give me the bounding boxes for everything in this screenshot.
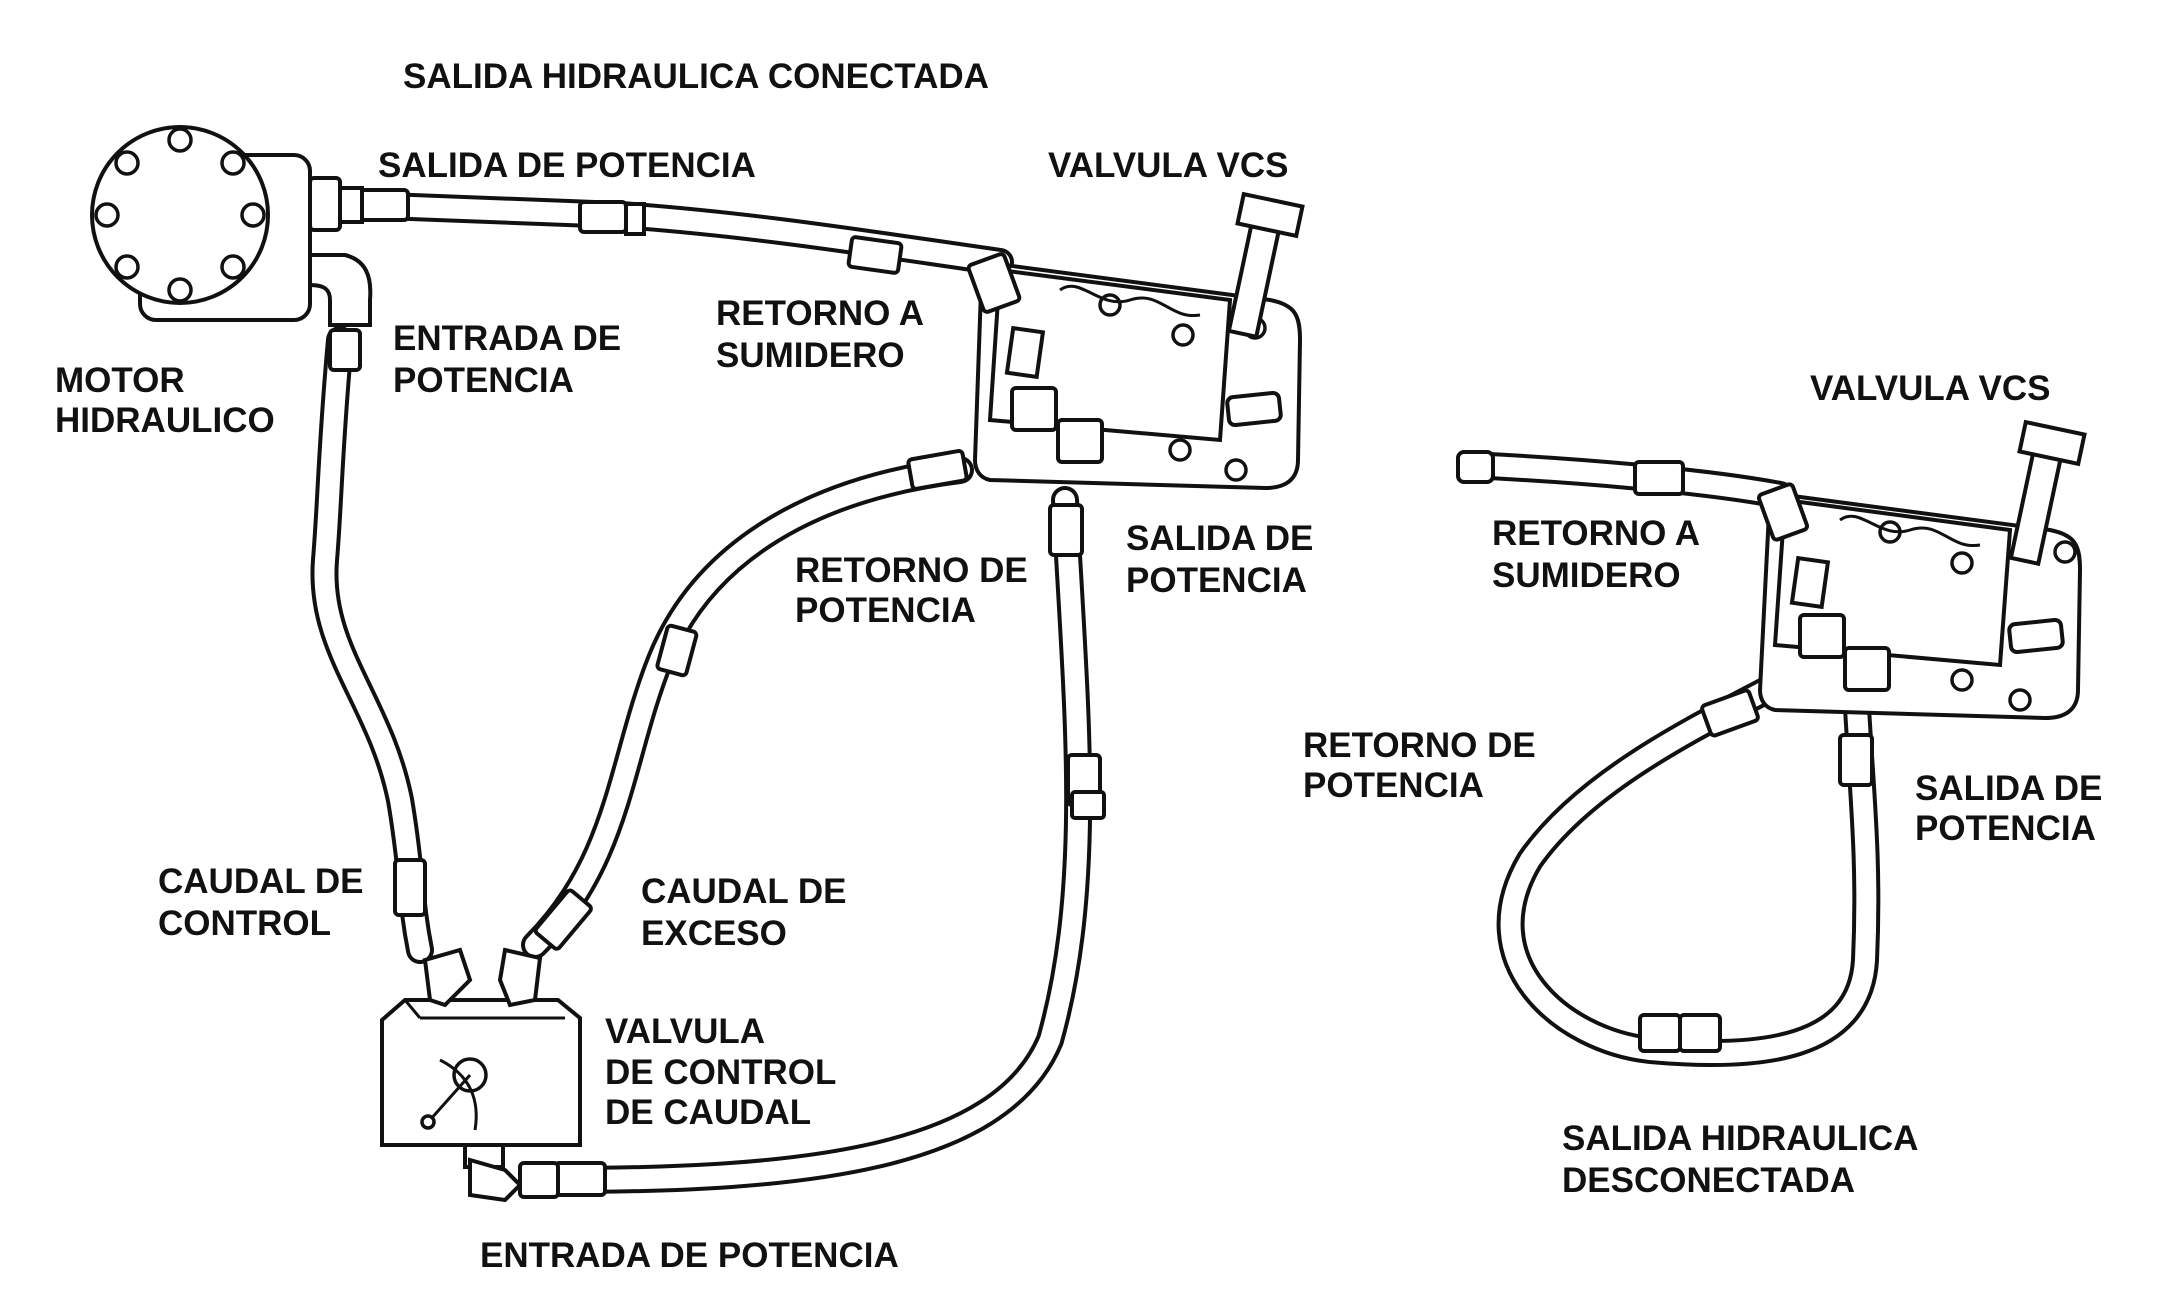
- hose-retorno-sumidero-disconnected: [1456, 450, 1794, 509]
- hose-loop-disconnected: [1496, 651, 1881, 1068]
- hydraulic-motor: [90, 125, 373, 327]
- label-caudal-exceso-l1: CAUDAL DE: [641, 872, 846, 911]
- label-salida-potencia-dis-l1: SALIDA DE: [1915, 769, 2102, 808]
- label-retorno-sumidero-l1: RETORNO A: [716, 294, 924, 333]
- label-salida-potencia-top: SALIDA DE POTENCIA: [378, 146, 756, 185]
- label-valvula-caudal-l3: DE CAUDAL: [605, 1093, 811, 1132]
- title-disconnected-l2: DESCONECTADA: [1562, 1161, 1855, 1200]
- hose-salida-potencia-long: [546, 486, 1093, 1194]
- label-entrada-potencia-l1: ENTRADA DE: [393, 319, 621, 358]
- title-disconnected-l1: SALIDA HIDRAULICA: [1562, 1119, 1918, 1158]
- label-valvula-caudal-l2: DE CONTROL: [605, 1053, 836, 1092]
- label-retorno-potencia-l2: POTENCIA: [795, 591, 976, 630]
- label-retorno-sumidero-dis-l2: SUMIDERO: [1492, 556, 1681, 595]
- label-retorno-sumidero-l2: SUMIDERO: [716, 336, 905, 375]
- label-entrada-potencia-l2: POTENCIA: [393, 361, 574, 400]
- title-connected: SALIDA HIDRAULICA CONECTADA: [403, 57, 989, 96]
- flow-control-valve: [380, 947, 582, 1203]
- label-retorno-potencia-dis-l2: POTENCIA: [1303, 766, 1484, 805]
- vcs-valve-connected: [966, 191, 1305, 491]
- label-salida-potencia-l2: POTENCIA: [1126, 561, 1307, 600]
- label-retorno-sumidero-dis-l1: RETORNO A: [1492, 514, 1700, 553]
- label-motor-l1: MOTOR: [55, 361, 185, 400]
- label-valvula-caudal-l1: VALVULA: [605, 1012, 765, 1051]
- vcs-valve-disconnected: [1757, 419, 2087, 721]
- label-caudal-exceso-l2: EXCESO: [641, 914, 787, 953]
- label-retorno-potencia-l1: RETORNO DE: [795, 551, 1028, 590]
- label-valvula-vcs-connected: VALVULA VCS: [1048, 146, 1288, 185]
- hose-salida-potencia-top: [346, 191, 1014, 276]
- label-retorno-potencia-dis-l1: RETORNO DE: [1303, 726, 1536, 765]
- label-entrada-potencia-bottom: ENTRADA DE POTENCIA: [480, 1236, 899, 1275]
- label-motor-l2: HIDRAULICO: [55, 401, 275, 440]
- hose-couplers-connected: [328, 188, 1106, 1197]
- label-caudal-control-l1: CAUDAL DE: [158, 862, 363, 901]
- label-caudal-control-l2: CONTROL: [158, 904, 331, 943]
- label-valvula-vcs-disconnected: VALVULA VCS: [1810, 369, 2050, 408]
- label-salida-potencia-dis-l2: POTENCIA: [1915, 809, 2096, 848]
- label-salida-potencia-l1: SALIDA DE: [1126, 519, 1313, 558]
